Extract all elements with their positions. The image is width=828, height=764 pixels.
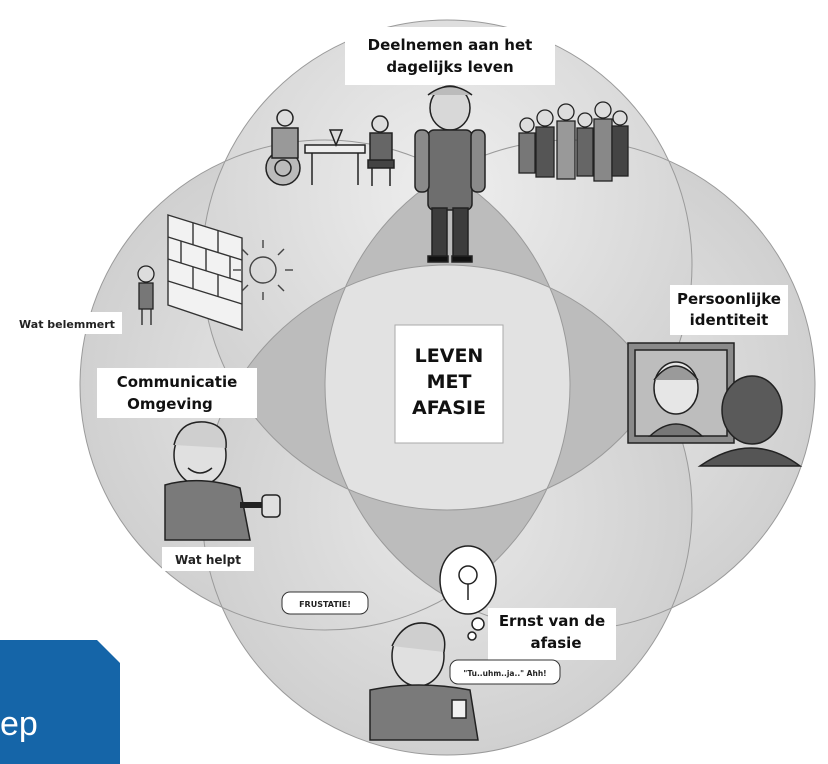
bottom-domain-label-box (488, 608, 616, 660)
help-label-box (162, 547, 254, 571)
bottom-domain-label-line-1: Ernst van de (499, 612, 605, 630)
sun-icon (233, 240, 293, 300)
right-domain-label-line-1: Persoonlijke (677, 290, 781, 308)
left-domain-label-box (97, 368, 257, 418)
corner-tab[interactable] (0, 640, 120, 764)
blocked-person-illustration (137, 265, 155, 325)
mirror-portrait-illustration (627, 342, 803, 467)
standing-person-illustration (414, 85, 486, 263)
frustrated-person-illustration (369, 545, 497, 741)
help-label: Wat helpt (175, 553, 241, 567)
center-label-line-1: LEVEN (415, 345, 484, 367)
dining-scene-illustration (265, 109, 395, 186)
speech-bubble: "Tu..uhm..ja.." Ahh! (449, 659, 561, 685)
top-domain-label-box (345, 27, 555, 85)
right-domain-label-box (670, 285, 788, 335)
speech-bubble-text: "Tu..uhm..ja.." Ahh! (463, 669, 546, 678)
top-domain-label-line-1: Deelnemen aan het (368, 36, 533, 54)
left-domain-label-line-1: Communicatie (117, 373, 238, 391)
family-group-illustration (518, 101, 629, 182)
barrier-label-box (12, 312, 122, 334)
thumbs-up-person-illustration (164, 421, 281, 541)
center-label-line-2: MET (427, 371, 472, 393)
frustration-bubble: FRUSTATIE! (281, 591, 369, 615)
frustration-bubble-text: FRUSTATIE! (299, 600, 351, 609)
top-domain-label-line-2: dagelijks leven (386, 58, 513, 76)
bottom-domain-label-line-2: afasie (530, 634, 581, 652)
center-region (325, 265, 570, 510)
center-label-line-3: AFASIE (412, 397, 486, 419)
corner-tab-text: ep (0, 705, 38, 743)
right-domain-label-line-2: identiteit (690, 311, 769, 329)
center-label-box (394, 324, 504, 444)
barrier-label: Wat belemmert (19, 318, 115, 331)
brick-wall-illustration (167, 214, 243, 331)
left-domain-label-line-2: Omgeving (127, 395, 213, 413)
